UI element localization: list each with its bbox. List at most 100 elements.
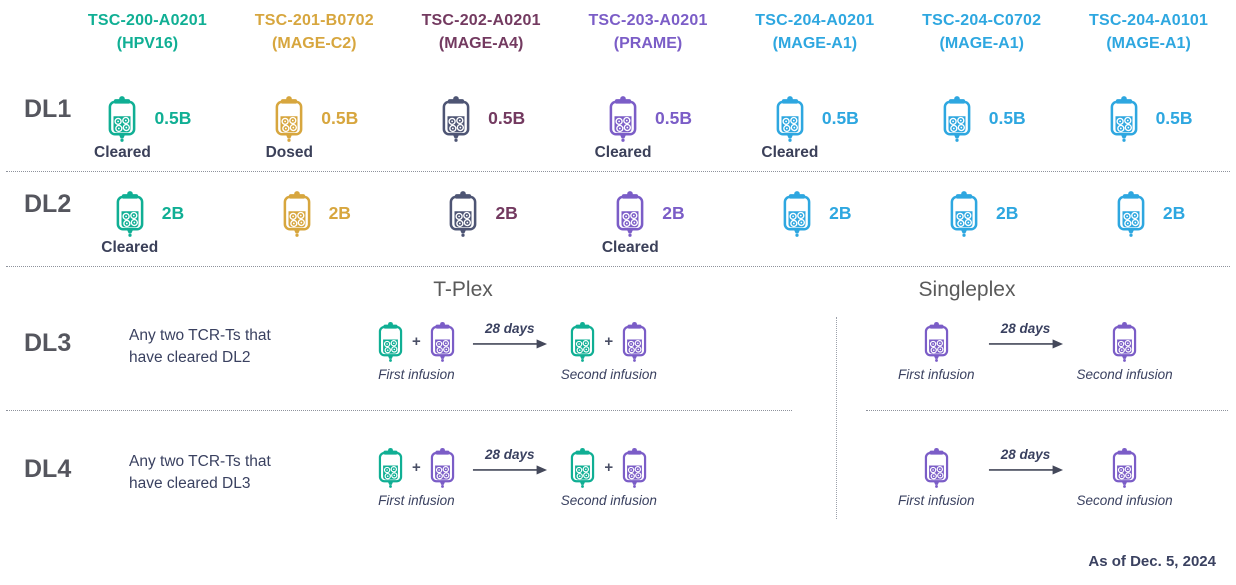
infusion-bag-icon [618,447,651,488]
infusion-bag-icon [426,447,459,488]
dl3-description: Any two TCR-Ts that have cleared DL2 [129,327,271,367]
first-infusion-group: + First infusion [374,447,459,508]
product-target: (MAGE-A4) [438,35,524,52]
dl1-cell-tsc204-a0101: 0.5B [1065,86,1232,171]
second-infusion-group: Second infusion [1077,321,1173,382]
second-infusion-label: Second infusion [1076,493,1173,508]
product-id: TSC-204-A0101 [1089,12,1209,29]
second-infusion-group: + Second infusion [561,321,657,382]
infusion-bag-icon [1105,95,1143,142]
interval-label: 28 days [484,447,535,462]
product-id: TSC-204-A0201 [755,12,875,29]
dl1-cell-tsc203: Cleared 0.5B [565,86,732,171]
arrow-icon [472,462,548,476]
product-header-row: TSC-200-A0201 (HPV16) TSC-201-B0702 (MAG… [4,0,1232,86]
first-infusion-group: + First infusion [374,321,459,382]
plus-sign: + [412,333,421,350]
dl2-cell-tsc204-a0201: 2B [731,172,898,266]
first-infusion-label: First infusion [898,367,975,382]
interval-label: 28 days [1000,321,1051,336]
infusion-bag-icon [604,95,642,142]
dl2-cell-tsc204-c0702: 2B [898,172,1065,266]
arrow-icon [472,336,548,350]
product-target: (HPV16) [116,35,179,52]
infusion-bag-icon [1108,321,1141,362]
infusion-bag-icon [374,321,407,362]
arrow-icon [988,336,1064,350]
infusion-bag-icon [566,321,599,362]
status-label: Cleared [761,144,819,161]
dl3-row: DL3 Any two TCR-Ts that have cleared DL2… [4,313,1232,410]
infusion-bag-icon [618,321,651,362]
plus-sign: + [604,333,614,350]
dl1-row: DL1 Cleared 0.5B Dosed 0.5B 0.5B Cleared… [4,86,1232,171]
dl3-tplex: DL3 Any two TCR-Ts that have cleared DL2… [4,313,836,410]
row-separator [6,266,1230,267]
dl4-description: Any two TCR-Ts that have cleared DL3 [129,453,271,493]
dl4-tplex-diagram: + First infusion 28 days + [374,411,836,523]
dl4-singleplex: First infusion 28 days Second infusion [836,411,1232,523]
header-gutter [4,12,64,86]
dl3-singleplex: First infusion 28 days Second infusion [836,313,1232,410]
first-infusion-label: First infusion [898,493,975,508]
singleplex-section-title: Singleplex [918,278,1016,301]
row-separator [6,171,1230,172]
product-target: (MAGE-A1) [1106,35,1191,52]
dl3-tplex-diagram: + First infusion 28 days + [374,313,836,410]
dl1-cell-tsc201: Dosed 0.5B [231,86,398,171]
dose-amount: 0.5B [988,108,1026,128]
dl4-singleplex-diagram: First infusion 28 days Second infusion [898,411,1173,523]
infusion-bag-icon [426,321,459,362]
dl3-dl4-separator [4,410,1232,411]
infusion-bag-icon [566,447,599,488]
interval-arrow-group: 28 days [472,447,548,476]
dose-amount: 0.5B [154,108,192,128]
infusion-bag-icon [444,190,482,237]
interval-arrow-group: 28 days [988,321,1064,350]
first-infusion-label: First infusion [378,493,455,508]
section-header-row: T-Plex Singleplex [4,267,1232,313]
first-infusion-group: First infusion [898,321,975,382]
dose-amount: 2B [662,203,685,223]
dl2-row: DL2 Cleared 2B 2B 2B Cleared 2B 2B [4,172,1232,266]
infusion-bag-icon [771,95,809,142]
infusion-bag-icon [278,190,316,237]
product-id: TSC-204-C0702 [922,12,1042,29]
dose-amount: 0.5B [655,108,692,128]
status-label: Cleared [101,239,159,256]
dl2-cell-tsc203: Cleared 2B [565,172,732,266]
dl3-label: DL3 [24,329,72,357]
status-label: Cleared [94,144,151,161]
product-header-tsc204-a0101: TSC-204-A0101 (MAGE-A1) [1065,12,1232,86]
status-label: Dosed [265,144,313,161]
dl2-cell-tsc200: Cleared 2B [64,172,231,266]
infusion-bag-icon [945,190,983,237]
second-infusion-label: Second infusion [560,367,657,382]
infusion-bag-icon [920,321,953,362]
product-target: (MAGE-A1) [772,35,858,52]
dose-amount: 2B [495,203,518,223]
dl2-cell-tsc201: 2B [231,172,398,266]
dose-amount: 0.5B [821,108,859,128]
interval-arrow-group: 28 days [988,447,1064,476]
interval-label: 28 days [484,321,535,336]
product-id: TSC-200-A0201 [87,12,207,29]
infusion-bag-icon [374,447,407,488]
infusion-bag-icon [611,190,649,237]
dose-amount: 2B [1162,203,1186,223]
status-label: Cleared [601,239,659,256]
infusion-bag-icon [437,95,475,142]
first-infusion-group: First infusion [898,447,975,508]
dose-amount: 2B [161,203,185,223]
product-target: (MAGE-A1) [939,35,1024,52]
second-infusion-label: Second infusion [560,493,657,508]
product-target: (MAGE-C2) [272,35,357,52]
second-infusion-group: + Second infusion [561,447,657,508]
dl2-cell-tsc204-a0101: 2B [1065,172,1232,266]
dl1-cell-tsc204-c0702: 0.5B [898,86,1065,171]
tplex-section-title: T-Plex [433,278,493,301]
product-id: TSC-201-B0702 [254,12,374,29]
infusion-bag-icon [111,190,149,237]
product-header-tsc200: TSC-200-A0201 (HPV16) [64,12,231,86]
